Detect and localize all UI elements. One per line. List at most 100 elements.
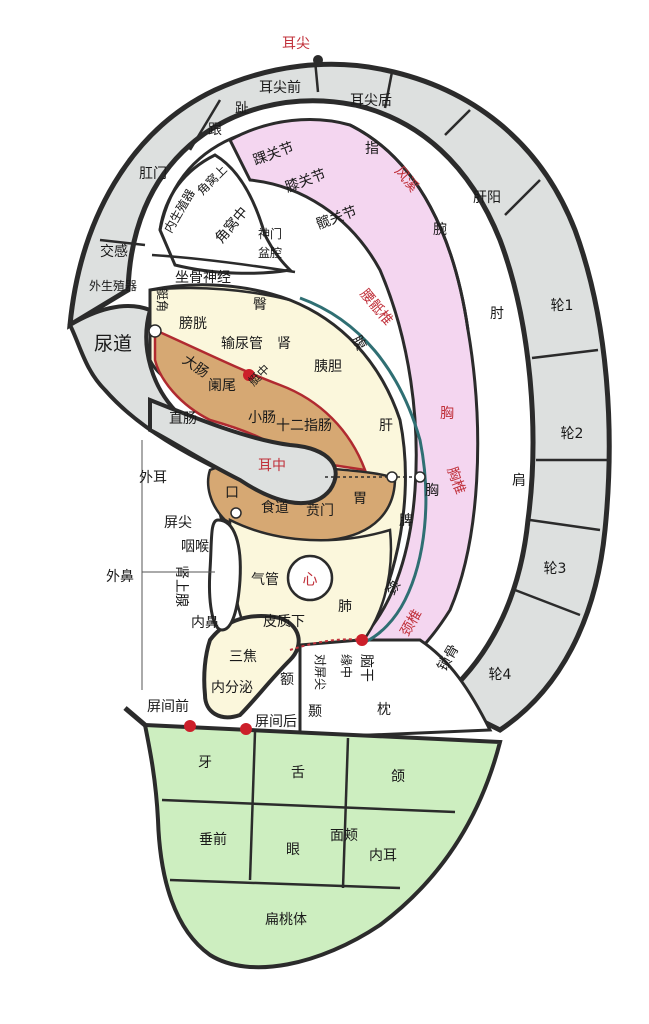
cymba-center-marker	[243, 369, 255, 381]
lower-lobe-edge	[123, 706, 147, 727]
antitragus-area	[298, 638, 493, 740]
helix-rim	[67, 61, 612, 733]
label-sciatic: 坐骨神经	[175, 270, 231, 286]
label-apex-back: 耳尖后	[350, 93, 392, 109]
label-small-intestine: 小肠	[248, 410, 276, 426]
label-external-ear: 外耳	[139, 470, 167, 486]
label-finger: 指	[365, 141, 379, 157]
lobe-grid-v1	[248, 731, 257, 881]
ear-apex-marker	[313, 55, 323, 65]
lobe-grid-h1	[161, 798, 456, 814]
helix-tick-10	[99, 238, 146, 247]
brainstem-marker	[356, 634, 368, 646]
label-tooth: 牙	[198, 755, 212, 771]
sciatic-divider	[151, 253, 296, 274]
label-heart: 心	[302, 570, 317, 588]
label-anus: 肛门	[139, 166, 167, 182]
label-pharynx: 咽喉	[181, 539, 209, 555]
label-ear-center: 耳中	[258, 458, 286, 474]
label-wrist: 腕	[433, 222, 447, 238]
label-pelvis: 盆腔	[258, 245, 282, 260]
label-buttock: 臀	[253, 297, 267, 313]
lobe-grid-h2	[169, 878, 401, 890]
chest-marker-b	[414, 471, 426, 483]
label-jaw: 颌	[391, 769, 405, 785]
label-heel: 跟	[208, 122, 222, 138]
label-anterior-ear: 垂前	[199, 831, 227, 848]
label-chest: 胸	[440, 406, 454, 422]
helix-inner-line	[158, 133, 241, 231]
intertragus-front-marker	[184, 720, 196, 732]
label-tragus-apex: 屏尖	[164, 515, 192, 531]
label-opposite-tragus: 对屏尖	[313, 654, 327, 690]
label-forehead: 额	[280, 672, 294, 688]
label-triple-burner: 三焦	[229, 649, 257, 665]
label-ureter: 输尿管	[221, 336, 263, 352]
helix-tick-3	[444, 109, 471, 136]
label-cheek: 面颊	[330, 828, 358, 844]
label-rectum: 直肠	[169, 410, 197, 427]
triangular-fossa	[158, 153, 294, 275]
label-toe: 趾	[235, 101, 249, 117]
intertragus-back-marker	[240, 723, 252, 735]
label-lung: 肺	[338, 599, 352, 615]
label-occiput: 枕	[377, 702, 391, 718]
label-helix-3: 轮3	[544, 561, 567, 577]
helix-tick-9	[188, 99, 222, 151]
label-elbow: 肘	[490, 306, 504, 322]
label-urethra: 尿道	[94, 333, 132, 355]
cymba-top-divider	[149, 286, 291, 302]
label-sympathetic: 交感	[100, 243, 128, 260]
helix-tick-7	[529, 518, 601, 532]
helix-tick-4	[504, 179, 541, 216]
label-mouth: 口	[225, 485, 239, 501]
label-intertragus-front: 屏间前	[147, 698, 189, 715]
mouth-marker	[230, 507, 242, 519]
label-temple: 颞	[308, 704, 322, 720]
helix-tick-2	[383, 71, 394, 109]
label-pancreas-gall: 胰胆	[314, 359, 342, 375]
concha-tan-upper	[153, 328, 367, 472]
label-internal-nose: 内鼻	[191, 614, 219, 631]
label-external-nose: 外鼻	[106, 568, 134, 585]
label-eye: 眼	[286, 842, 300, 858]
label-ear-apex: 耳尖	[282, 36, 310, 52]
label-trachea: 气管	[251, 572, 279, 588]
label-brainstem: 脑干	[358, 654, 374, 682]
spine-teal-line	[299, 296, 428, 644]
label-endocrine: 内分泌	[211, 680, 253, 696]
label-liver-yang: 肝阳	[473, 190, 501, 206]
label-neck: 颈	[383, 578, 404, 598]
label-shoulder: 肩	[512, 473, 526, 489]
scapha-divider	[349, 123, 470, 331]
helix-tick-5	[531, 348, 599, 360]
label-clavicle: 锁骨	[435, 642, 463, 674]
label-helix-1: 轮1	[551, 298, 574, 314]
label-cymba-angle: 艇角	[155, 288, 169, 312]
tragus-notch	[208, 518, 242, 632]
label-shenmen: 神门	[258, 226, 282, 241]
label-appendix: 阑尾	[208, 378, 236, 394]
label-helix-2: 轮2	[561, 426, 584, 442]
label-duodenum: 十二指肠	[276, 418, 332, 434]
label-inner-ear: 内耳	[369, 848, 397, 864]
label-adrenal: 肾上腺	[173, 565, 189, 607]
label-esophagus: 食道	[261, 499, 289, 516]
label-helix-4: 轮4	[489, 667, 512, 683]
earlobe	[142, 722, 503, 970]
label-margin-center: 缘中	[339, 654, 354, 678]
endocrine-area	[202, 614, 301, 720]
label-cardia: 贲门	[306, 503, 334, 519]
label-spleen: 脾	[399, 513, 413, 529]
helix-tick-8	[514, 588, 581, 617]
label-chest-small: 胸	[425, 483, 439, 499]
label-liver: 肝	[379, 418, 393, 434]
label-bladder: 膀胱	[179, 315, 207, 332]
helix-tick-1	[313, 59, 320, 93]
label-tonsil: 扁桃体	[265, 912, 307, 928]
label-stomach: 胃	[353, 491, 367, 507]
label-subcortex: 皮质下	[263, 614, 305, 630]
helix-crus	[148, 397, 338, 506]
